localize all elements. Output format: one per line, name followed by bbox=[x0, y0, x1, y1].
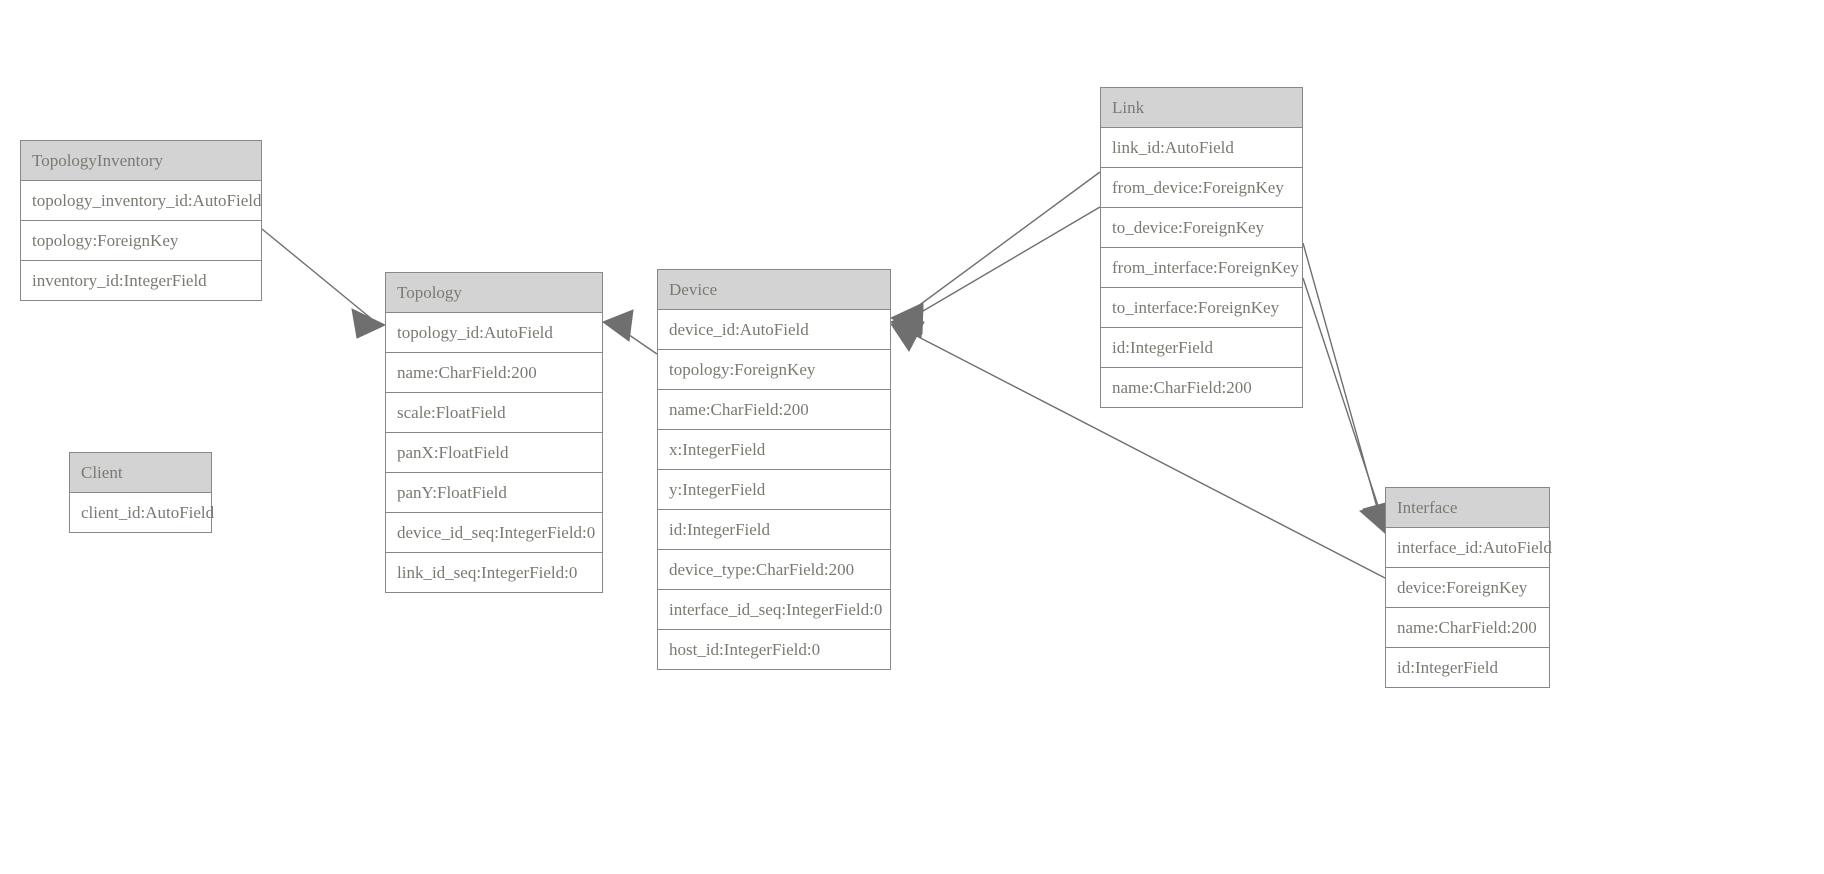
relationship-line bbox=[1302, 277, 1384, 522]
entity-field[interactable]: host_id:IntegerField:0 bbox=[658, 630, 890, 669]
entity-field[interactable]: to_interface:ForeignKey bbox=[1101, 288, 1302, 328]
relationship-link-to-interface bbox=[1302, 277, 1394, 535]
entity-field[interactable]: name:CharField:200 bbox=[1101, 368, 1302, 407]
relationship-device-topology bbox=[601, 309, 658, 355]
entity-title-client: Client bbox=[70, 453, 211, 493]
entity-field[interactable]: panY:FloatField bbox=[386, 473, 602, 513]
entity-field[interactable]: id:IntegerField bbox=[658, 510, 890, 550]
entity-field[interactable]: device_id:AutoField bbox=[658, 310, 890, 350]
entity-title-topology: Topology bbox=[386, 273, 602, 313]
entity-field[interactable]: topology_inventory_id:AutoField bbox=[21, 181, 262, 221]
entity-field[interactable]: inventory_id:IntegerField bbox=[21, 261, 261, 300]
relationship-line bbox=[615, 325, 658, 355]
relationship-arrowhead bbox=[889, 306, 924, 339]
entity-field[interactable]: name:CharField:200 bbox=[1386, 608, 1549, 648]
entity-field[interactable]: topology:ForeignKey bbox=[21, 221, 261, 261]
relationship-link-to-device bbox=[889, 206, 1101, 339]
entity-field[interactable]: interface_id_seq:IntegerField:0 bbox=[658, 590, 890, 630]
entity-field[interactable]: device_id_seq:IntegerField:0 bbox=[386, 513, 602, 553]
entity-field[interactable]: link_id:AutoField bbox=[1101, 128, 1302, 168]
entity-field[interactable]: to_device:ForeignKey bbox=[1101, 208, 1302, 248]
relationship-link-from-interface bbox=[1302, 242, 1392, 534]
entity-title-device: Device bbox=[658, 270, 890, 310]
entity-field[interactable]: topology_id:AutoField bbox=[386, 313, 602, 353]
entity-field[interactable]: topology:ForeignKey bbox=[658, 350, 890, 390]
relationship-arrowhead bbox=[601, 309, 634, 342]
entity-title-topology-inventory: TopologyInventory bbox=[21, 141, 261, 181]
entity-field[interactable]: id:IntegerField bbox=[1101, 328, 1302, 368]
relationship-arrowhead bbox=[351, 308, 387, 339]
relationship-arrowhead bbox=[890, 321, 925, 352]
entity-field[interactable]: from_interface:ForeignKey bbox=[1101, 248, 1302, 288]
relationship-line bbox=[261, 228, 374, 321]
entity-field[interactable]: name:CharField:200 bbox=[658, 390, 890, 430]
entity-field[interactable]: client_id:AutoField bbox=[70, 493, 214, 532]
entity-field[interactable]: name:CharField:200 bbox=[386, 353, 602, 393]
entity-field[interactable]: id:IntegerField bbox=[1386, 648, 1549, 687]
relationship-line bbox=[905, 206, 1101, 322]
relationship-link-from-device bbox=[889, 171, 1101, 335]
entity-field[interactable]: x:IntegerField bbox=[658, 430, 890, 470]
entity-field[interactable]: link_id_seq:IntegerField:0 bbox=[386, 553, 602, 592]
entity-title-link: Link bbox=[1101, 88, 1302, 128]
entity-field[interactable]: interface_id:AutoField bbox=[1386, 528, 1552, 568]
entity-field[interactable]: scale:FloatField bbox=[386, 393, 602, 433]
relationship-line bbox=[1302, 242, 1381, 519]
entity-field[interactable]: from_device:ForeignKey bbox=[1101, 168, 1302, 208]
relationship-arrowhead bbox=[889, 302, 924, 335]
entity-field[interactable]: device:ForeignKey bbox=[1386, 568, 1549, 608]
relationship-topologyinventory-topology bbox=[261, 228, 387, 339]
relationship-line bbox=[905, 171, 1101, 316]
entity-field[interactable]: panX:FloatField bbox=[386, 433, 602, 473]
entity-field[interactable]: y:IntegerField bbox=[658, 470, 890, 510]
entity-field[interactable]: device_type:CharField:200 bbox=[658, 550, 890, 590]
entity-title-interface: Interface bbox=[1386, 488, 1549, 528]
